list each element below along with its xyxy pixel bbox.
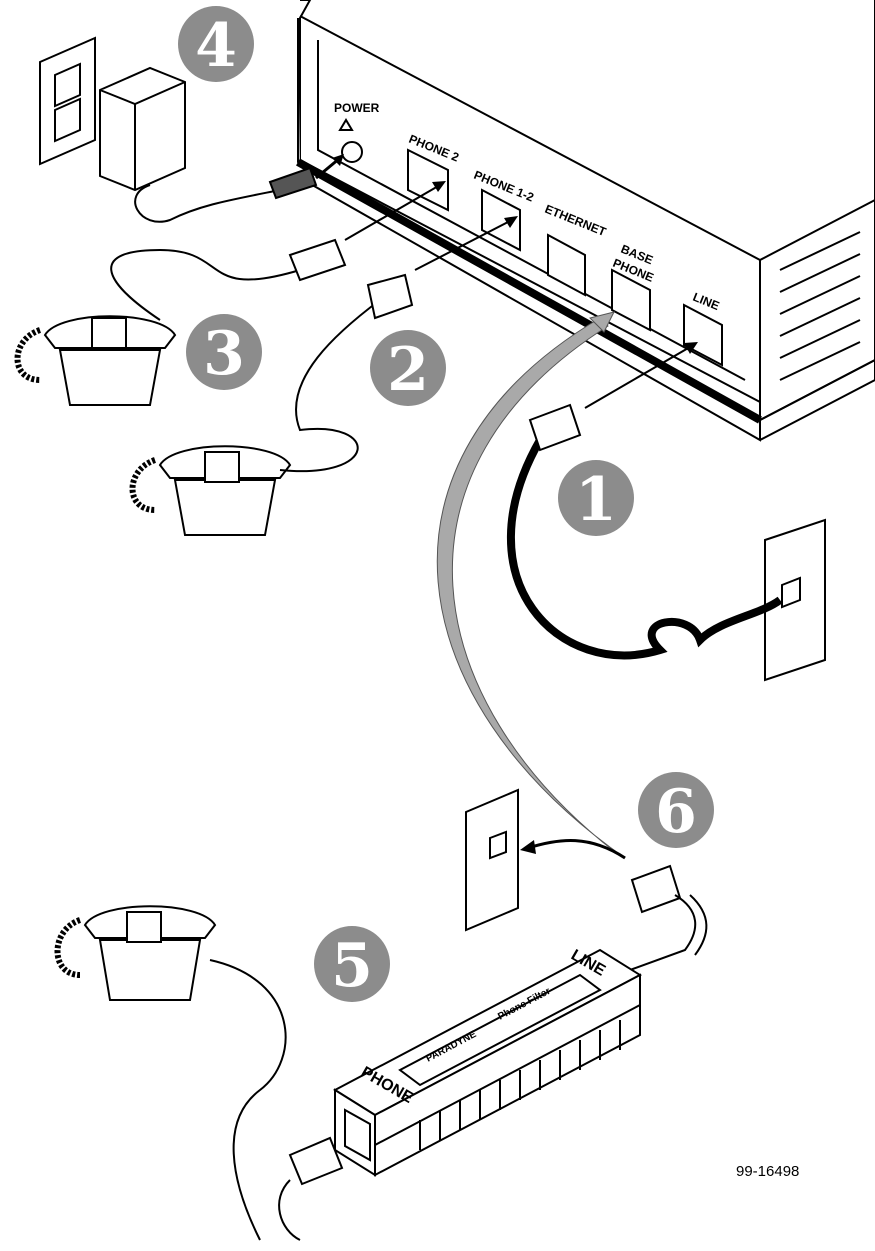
phone3-cord [111, 240, 345, 320]
step-badge-1: 1 [558, 460, 634, 536]
filter-wall-arrow [528, 840, 625, 858]
step-number-3: 3 [203, 319, 245, 389]
telephone-2 [133, 446, 291, 535]
step-badge-6: 6 [638, 772, 714, 848]
telephone-3 [18, 316, 176, 405]
phone5-cord [210, 960, 342, 1240]
figure-reference: 99-16498 [736, 1163, 799, 1180]
step-number-4: 4 [195, 11, 237, 81]
filter-line-cord [630, 866, 706, 970]
step-number-1: 1 [575, 465, 617, 535]
power-adapter [100, 68, 316, 222]
step-number-5: 5 [331, 931, 373, 1001]
wall-jack-filter [466, 790, 518, 930]
telephone-5 [58, 906, 216, 1000]
step-badge-4: 4 [178, 6, 254, 82]
power-jack [342, 142, 362, 162]
line-cord [511, 440, 780, 655]
power-label: POWER [334, 101, 380, 115]
step-badge-3: 3 [186, 314, 262, 390]
step-badge-5: 5 [314, 926, 390, 1002]
step-number-2: 2 [387, 335, 429, 405]
power-outlet [40, 38, 95, 164]
line-plug [530, 405, 580, 450]
filter-wall-arrowhead [520, 840, 536, 854]
step-number-6: 6 [655, 777, 697, 847]
base-phone-gray-arrow [437, 318, 625, 858]
step-badge-2: 2 [370, 330, 446, 406]
